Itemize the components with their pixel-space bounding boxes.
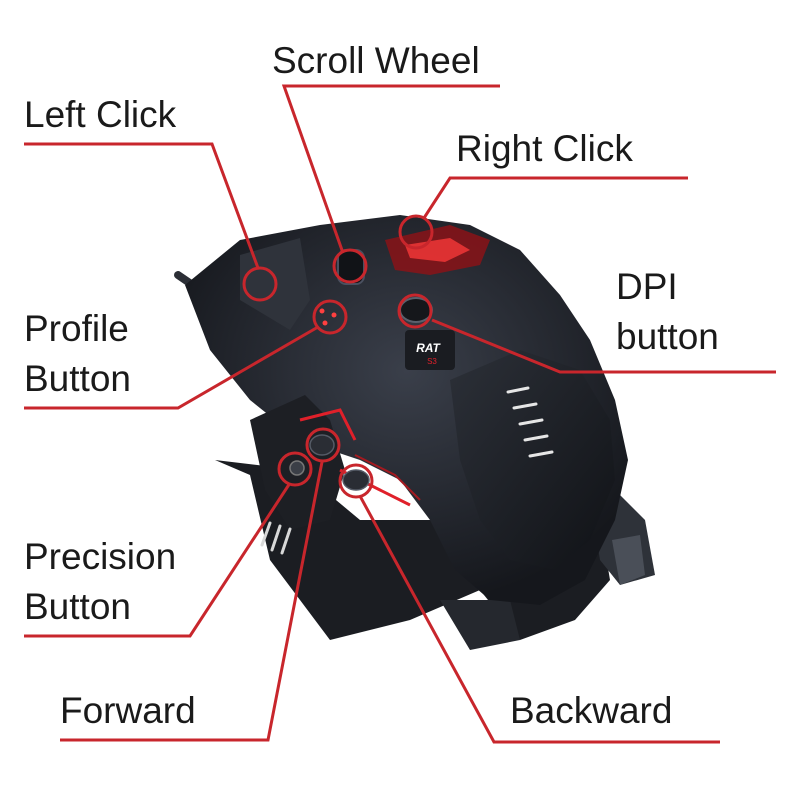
mouse-tail-tip [612, 535, 645, 585]
palm-dash-marks [506, 386, 554, 458]
backward-marker [338, 463, 374, 499]
profile-button-label: Profile Button [24, 304, 131, 404]
precision-button-label-line2: Button [24, 586, 131, 627]
callout-lines [24, 84, 776, 744]
forward-leader [60, 461, 324, 742]
mouse-front-foot [440, 600, 520, 650]
side-accent-3 [354, 454, 421, 501]
profile-button-leader [24, 325, 319, 410]
right-click-glow-core [405, 238, 470, 262]
backward-label: Backward [510, 690, 673, 731]
claw-mark-2 [270, 524, 282, 552]
forward-button-shape [309, 434, 335, 456]
dpi-button-label-line2: button [616, 316, 719, 357]
right-click-leader [422, 176, 688, 219]
backward-button-shape [342, 469, 370, 491]
scroll-wheel-leader [281, 84, 500, 254]
forward-label: Forward [60, 690, 196, 731]
forward-marker [305, 427, 341, 463]
dpi-button-leader [431, 318, 776, 374]
logo-plate [405, 330, 455, 370]
mouse-logo-text: RAT [416, 341, 441, 355]
left-click-leader [24, 142, 260, 269]
profile-led-3 [322, 320, 328, 326]
claw-mark-3 [280, 527, 292, 555]
right-click-label: Right Click [456, 128, 633, 169]
mouse-model-text: S3 [427, 357, 437, 366]
precision-button-label-line1: Precision [24, 536, 177, 577]
dpi-button-label-line1: DPI [616, 266, 678, 307]
precision-button-shape [289, 460, 305, 476]
profile-led-2 [331, 312, 337, 318]
side-accent-1 [299, 408, 357, 441]
left-click-label: Left Click [24, 94, 177, 135]
scroll-wheel-marker [332, 248, 368, 284]
profile-button-label-line2: Button [24, 358, 131, 399]
profile-led-1 [319, 308, 325, 314]
profile-button-marker [312, 299, 348, 335]
left-click-marker [242, 266, 278, 302]
claw-mark-1 [260, 521, 272, 547]
precision-button-leader [24, 482, 292, 638]
gaming-mouse-icon: RAT S3 [174, 215, 655, 650]
backward-leader [358, 495, 720, 744]
precision-button-marker [277, 451, 313, 487]
scroll-wheel-label: Scroll Wheel [272, 40, 480, 81]
dpi-button-label: DPI button [616, 262, 719, 362]
precision-button-label: Precision Button [24, 532, 176, 632]
profile-button-label-line1: Profile [24, 308, 129, 349]
mouse-palm-rest [450, 350, 615, 570]
dpi-button-marker [397, 293, 433, 329]
right-click-marker [398, 214, 434, 250]
